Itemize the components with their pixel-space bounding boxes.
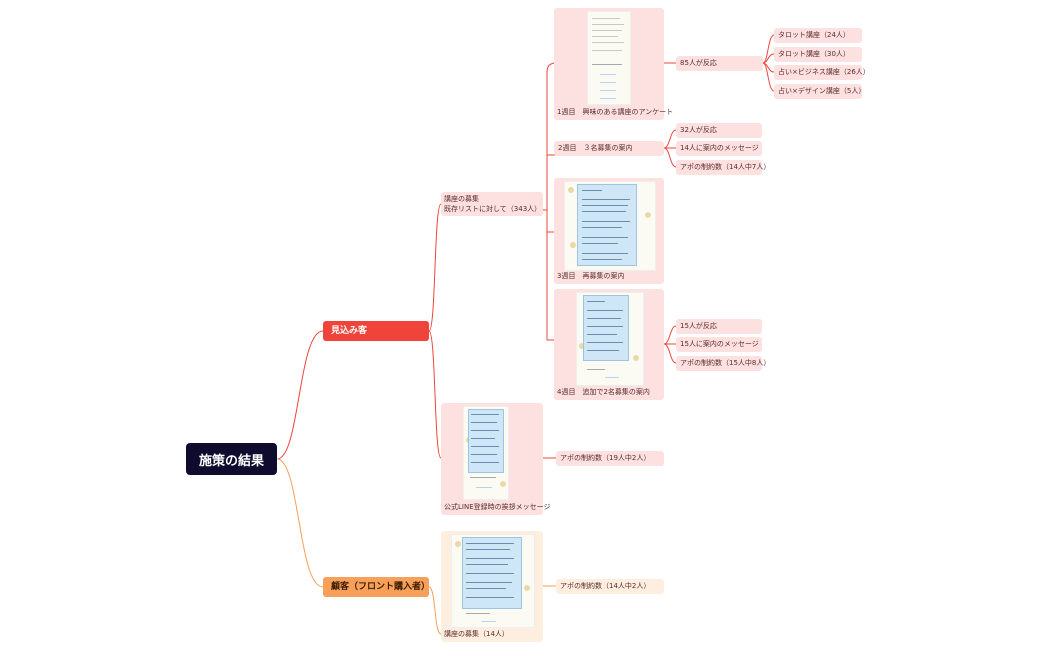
- root-label: 施策の結果: [198, 453, 264, 469]
- recruit-label-line2: 既存リストに対して（343人）: [444, 205, 542, 213]
- topic-week1[interactable]: 1週目 興味のある講座のアンケート: [554, 8, 673, 120]
- week3-label: 3週目 再募集の案内: [557, 272, 625, 280]
- course-3-label: 占い×ビジネス講座（26人）: [778, 68, 870, 76]
- week1-reacted-label: 85人が反応: [680, 59, 717, 67]
- line-greeting-label: 公式LINE登録時の挨拶メッセージ: [444, 503, 551, 511]
- course-1[interactable]: タロット講座（24人）: [774, 28, 862, 43]
- week3-screenshot: [564, 181, 656, 271]
- topic-recruit[interactable]: 講座の募集 既存リストに対して（343人）: [441, 192, 543, 216]
- week2-result-1-label: 32人が反応: [680, 126, 717, 134]
- week2-result-2-label: 14人に案内のメッセージ: [680, 144, 759, 152]
- week4-result-2[interactable]: 15人に案内のメッセージ: [676, 337, 762, 352]
- course-1-label: タロット講座（24人）: [778, 31, 850, 39]
- week4-result-1-label: 15人が反応: [680, 322, 717, 330]
- week2-label: 2週目 ３名募集の案内: [558, 144, 633, 152]
- week1-screenshot: [587, 11, 631, 105]
- course-2[interactable]: タロット講座（30人）: [774, 47, 862, 62]
- week4-result-3[interactable]: アポの制約数（15人中8人）: [676, 356, 770, 371]
- line-greeting-screenshot: [463, 406, 509, 500]
- week1-label: 1週目 興味のある講座のアンケート: [557, 108, 674, 116]
- course-3[interactable]: 占い×ビジネス講座（26人）: [774, 65, 870, 80]
- course-4-label: 占い×デザイン講座（5人）: [778, 87, 866, 95]
- week4-label: 4週目 追加で2名募集の案内: [557, 388, 650, 396]
- root-topic[interactable]: 施策の結果: [186, 443, 277, 475]
- topic-customer-recruit[interactable]: 講座の募集（14人）: [441, 531, 543, 642]
- branch-prospects-label: 見込み客: [331, 326, 368, 336]
- week2-result-2[interactable]: 14人に案内のメッセージ: [676, 141, 762, 156]
- week4-result-2-label: 15人に案内のメッセージ: [680, 340, 759, 348]
- branch-customers[interactable]: 顧客（フロント購入者）: [323, 577, 431, 597]
- week1-reacted[interactable]: 85人が反応: [676, 56, 763, 71]
- customer-recruit-label: 講座の募集（14人）: [444, 630, 509, 638]
- line-greeting-result-label: アポの制約数（19人中2人）: [560, 454, 651, 462]
- week2-result-3[interactable]: アポの制約数（14人中7人）: [676, 160, 770, 175]
- course-2-label: タロット講座（30人）: [778, 50, 850, 58]
- customer-recruit-screenshot: [451, 534, 535, 628]
- week4-result-1[interactable]: 15人が反応: [676, 319, 762, 334]
- branch-customers-label: 顧客（フロント購入者）: [331, 582, 431, 592]
- customer-recruit-result[interactable]: アポの制約数（14人中2人）: [556, 579, 664, 594]
- week2-result-3-label: アポの制約数（14人中7人）: [680, 163, 771, 171]
- week2-result-1[interactable]: 32人が反応: [676, 123, 762, 138]
- topic-line-greeting[interactable]: 公式LINE登録時の挨拶メッセージ: [441, 403, 550, 515]
- week4-result-3-label: アポの制約数（15人中8人）: [680, 359, 771, 367]
- topic-week3[interactable]: 3週目 再募集の案内: [554, 178, 664, 284]
- topic-week4[interactable]: 4週目 追加で2名募集の案内: [554, 289, 664, 400]
- course-4[interactable]: 占い×デザイン講座（5人）: [774, 84, 866, 99]
- topic-week2[interactable]: 2週目 ３名募集の案内: [554, 141, 664, 156]
- branch-prospects[interactable]: 見込み客: [323, 321, 429, 341]
- week4-screenshot: [576, 292, 644, 386]
- line-greeting-result[interactable]: アポの制約数（19人中2人）: [556, 451, 664, 466]
- customer-recruit-result-label: アポの制約数（14人中2人）: [560, 582, 651, 590]
- recruit-label-line1: 講座の募集: [444, 195, 479, 203]
